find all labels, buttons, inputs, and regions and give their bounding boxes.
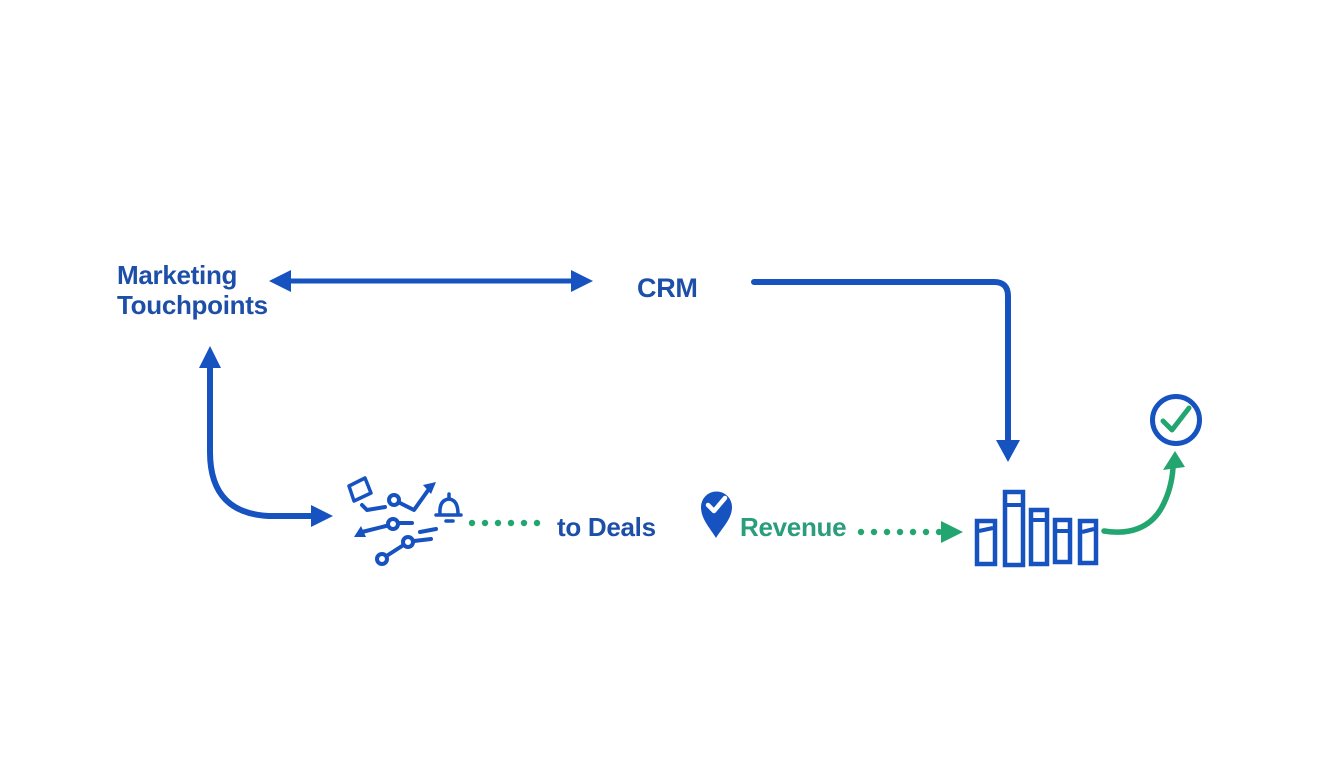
to-deals-label: to Deals [557,512,656,542]
marketing-crm-arrow [269,270,593,292]
revenue-label: Revenue [740,512,847,542]
marketing-label-line2: Touchpoints [117,290,268,320]
journey-touchpoints-icon [347,476,463,566]
crm-label: CRM [637,273,698,303]
revenue-barchart-dotted-arrow [857,521,963,543]
bar-chart-icon [974,489,1099,568]
bell-icon [434,492,463,523]
crm-results-arrow [751,279,1020,462]
check-circle-icon [1150,394,1202,446]
marketing-journey-arrow [199,346,333,527]
marketing-touchpoints-label: Marketing Touchpoints [117,260,268,320]
growth-arrow [1101,451,1185,535]
marketing-label-line1: Marketing [117,260,238,290]
map-pin-check-icon [700,491,732,538]
journey-deals-dotted-link [468,519,541,527]
